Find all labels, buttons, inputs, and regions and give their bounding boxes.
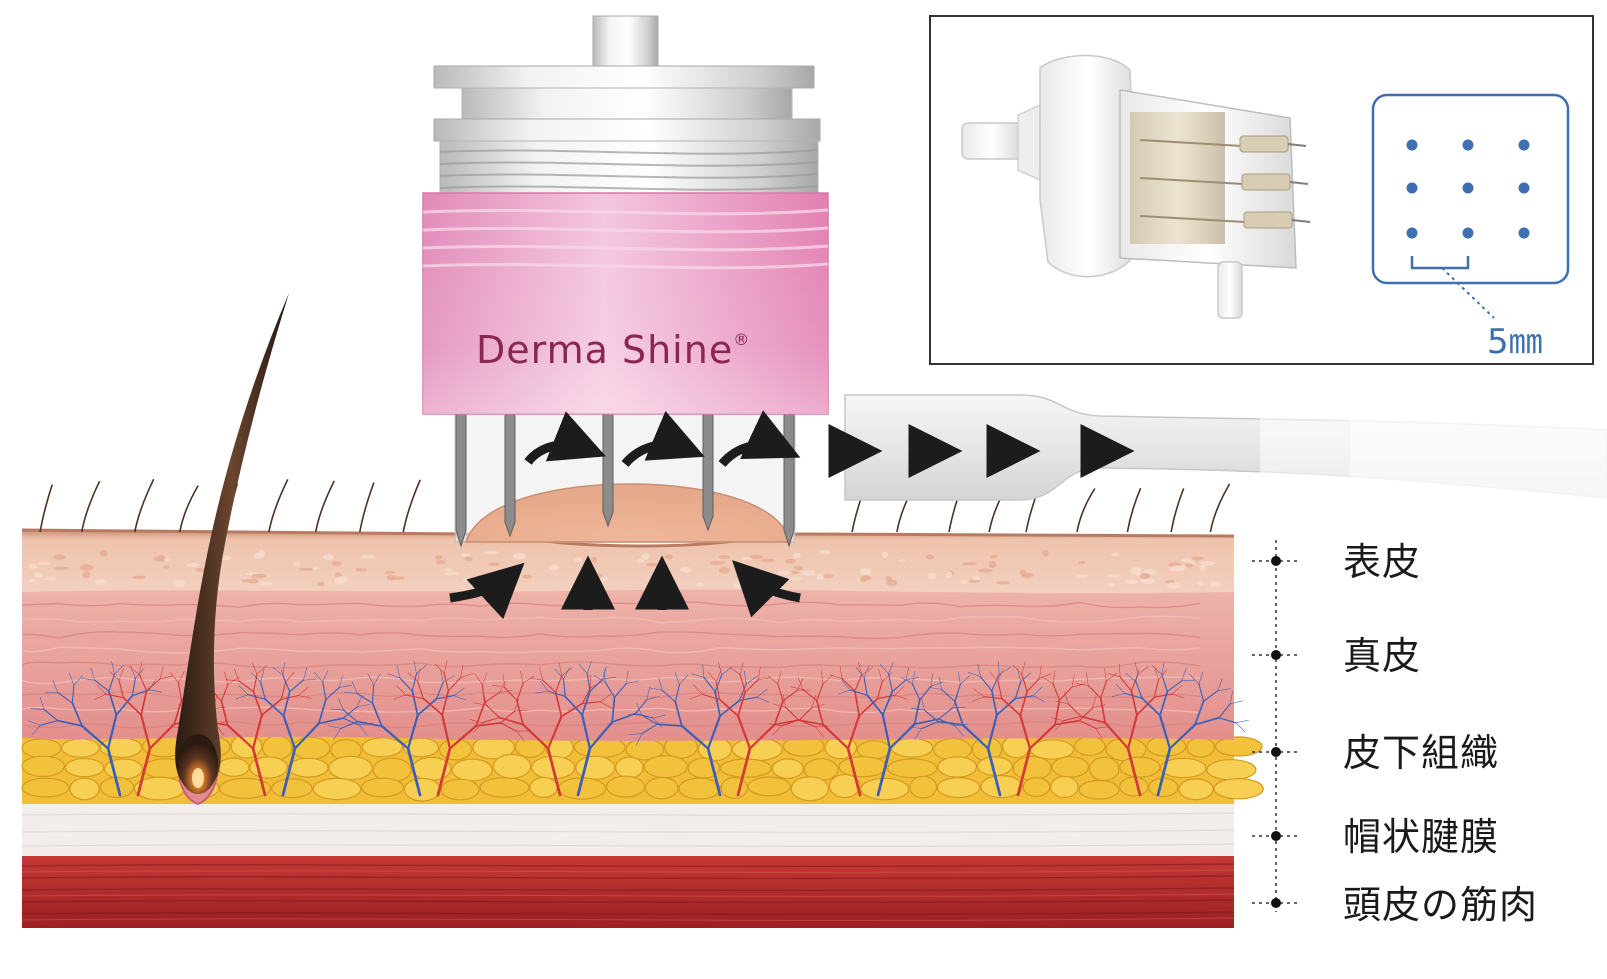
layer-label-galea: 帽状腱膜 xyxy=(1343,815,1500,859)
cartridge-image xyxy=(961,54,1311,319)
spacing-bracket xyxy=(1410,256,1470,270)
needle-spacing-label: 5㎜ xyxy=(1487,322,1543,362)
derma-shine-handpiece xyxy=(422,15,1607,548)
skin-cross-section xyxy=(21,477,1264,928)
fat-cells xyxy=(21,733,1264,802)
layer-markers xyxy=(1252,540,1300,912)
layer-label-scalp-muscle: 頭皮の筋肉 xyxy=(1343,883,1539,927)
scalp-muscle-layer xyxy=(22,855,1234,928)
layer-label-epidermis: 表皮 xyxy=(1343,540,1422,584)
hair-follicle xyxy=(175,293,289,806)
cartridge-inset xyxy=(929,15,1594,365)
suction-arrows xyxy=(449,410,1135,620)
needle-dots xyxy=(1406,139,1530,239)
galea-layer xyxy=(22,798,1234,856)
layer-label-dermis: 真皮 xyxy=(1343,634,1422,678)
layer-label-subcutaneous: 皮下組織 xyxy=(1343,731,1500,775)
registered-mark: ® xyxy=(733,330,751,349)
brand-logo: Derma Shine® xyxy=(476,328,816,372)
blood-vessels xyxy=(27,660,1249,797)
brand-name: Derma Shine xyxy=(476,328,734,372)
